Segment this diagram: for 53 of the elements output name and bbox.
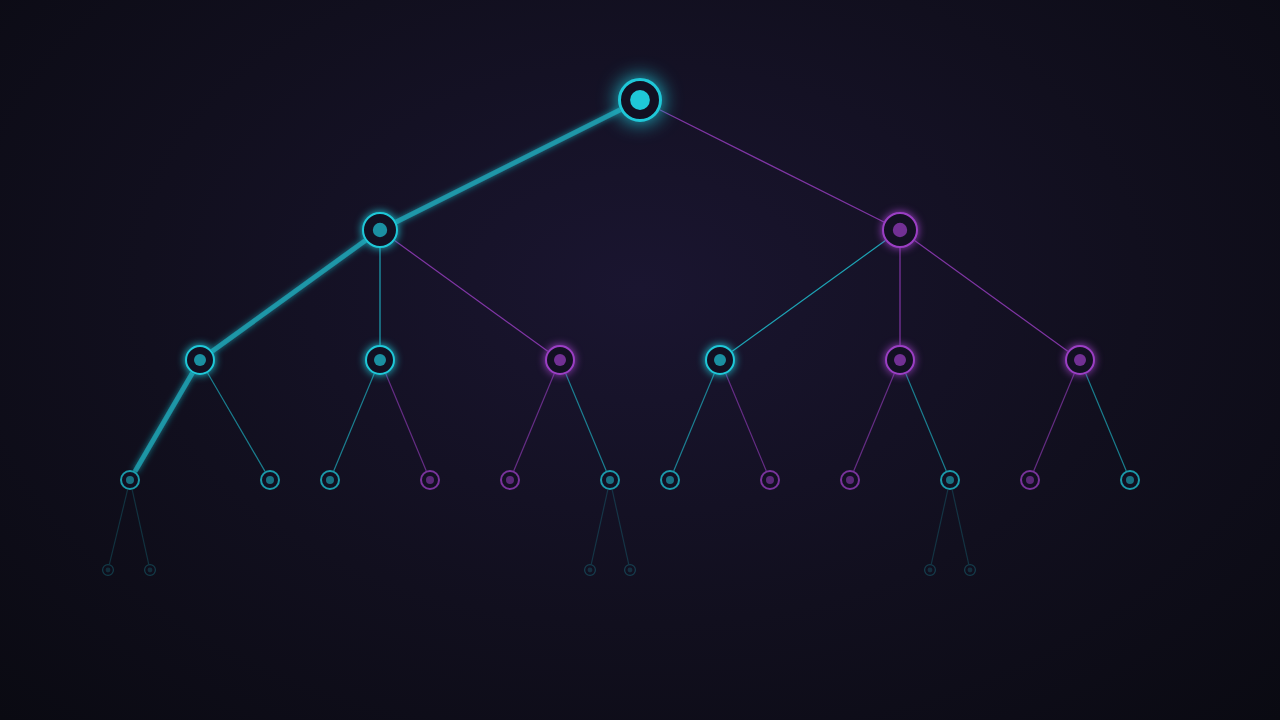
connector-line	[853, 373, 895, 472]
connector-line	[930, 489, 949, 565]
tree-node-circle	[320, 470, 340, 490]
connector-line	[590, 489, 609, 565]
tree-node-circle	[1065, 345, 1095, 375]
connector-line	[565, 373, 607, 472]
connector-line	[659, 109, 885, 223]
connector-line	[394, 107, 622, 225]
tree-node-circle	[185, 345, 215, 375]
tree-node-circle	[885, 345, 915, 375]
connector-line	[333, 373, 375, 472]
tree-node-circle	[500, 470, 520, 490]
connector-line	[131, 489, 150, 565]
tree-node-circle	[420, 470, 440, 490]
tree-node-circle	[705, 345, 735, 375]
tree-node-circle	[618, 78, 662, 122]
connector-line	[725, 373, 767, 472]
connector-line	[1085, 373, 1127, 472]
connector-line	[611, 489, 630, 565]
tree-node-circle	[600, 470, 620, 490]
tree-node-circle	[624, 564, 636, 576]
connector-line	[905, 373, 947, 472]
connector-line	[379, 247, 381, 346]
connector-line	[513, 373, 555, 472]
connector-line	[108, 489, 129, 565]
connector-line	[951, 489, 970, 565]
connector-line	[210, 238, 367, 354]
connector-line	[132, 371, 195, 473]
tree-node-circle	[760, 470, 780, 490]
connector-line	[207, 372, 266, 472]
tree-node-circle	[260, 470, 280, 490]
tree-node-circle	[584, 564, 596, 576]
tree-node-circle	[940, 470, 960, 490]
tree-node-circle	[362, 212, 398, 248]
tree-node-circle	[660, 470, 680, 490]
tree-node-circle	[924, 564, 936, 576]
tree-node-circle	[840, 470, 860, 490]
tree-node-circle	[120, 470, 140, 490]
tree-node-circle	[964, 564, 976, 576]
tree-node-circle	[365, 345, 395, 375]
connector-line	[673, 373, 715, 472]
connector-line	[1033, 373, 1075, 472]
tree-node-circle	[144, 564, 156, 576]
tree-node-circle	[1020, 470, 1040, 490]
connector-line	[394, 239, 549, 352]
connector-line	[899, 247, 901, 346]
tree-node-circle	[882, 212, 918, 248]
tree-node-circle	[102, 564, 114, 576]
tree-node-circle	[1120, 470, 1140, 490]
tree-node-circle	[545, 345, 575, 375]
connector-line	[385, 373, 427, 472]
connector-line	[914, 239, 1069, 352]
connector-line	[731, 239, 886, 352]
